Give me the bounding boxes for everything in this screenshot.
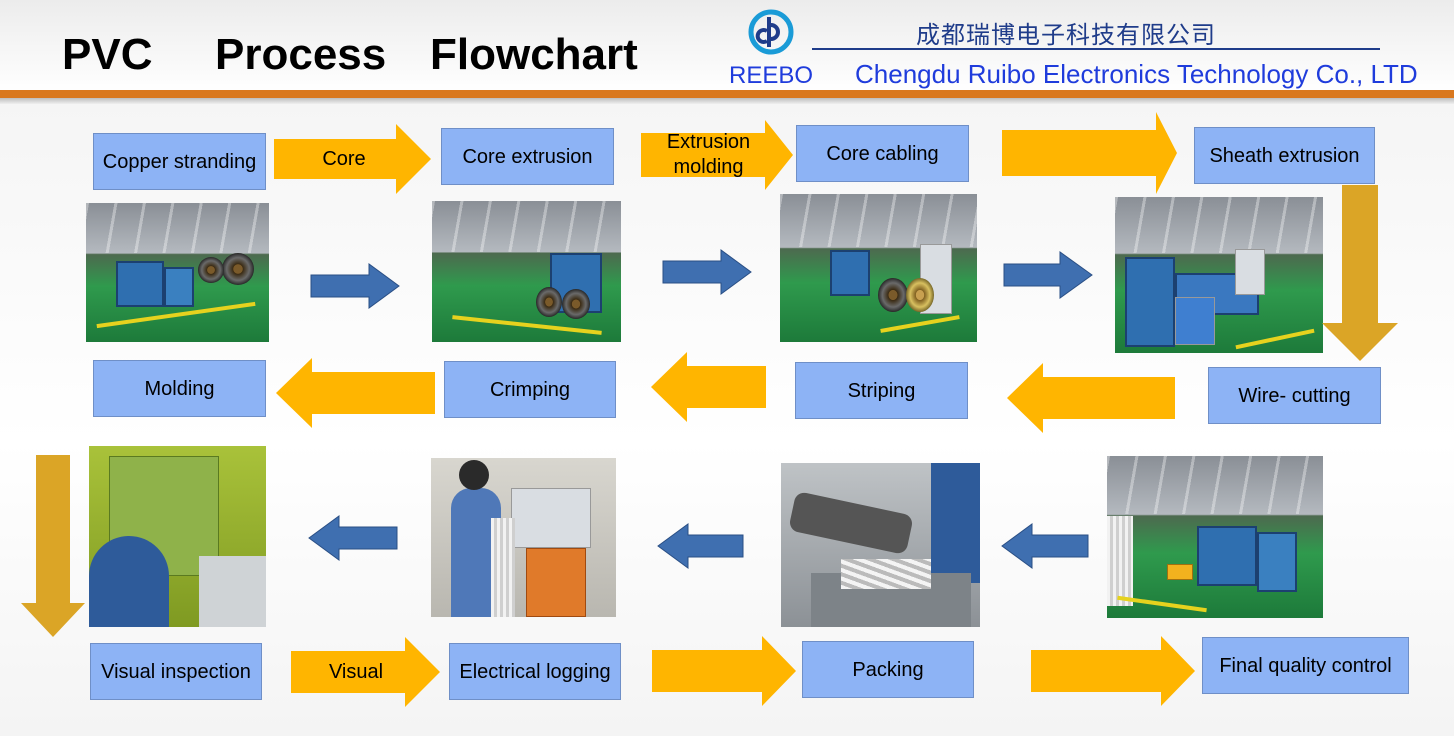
- arrow-label-core: Core: [322, 147, 366, 170]
- company-name-chinese: 成都瑞博电子科技有限公司: [916, 22, 1216, 49]
- photo-arrow-3: [1003, 251, 1093, 299]
- step-copper-stranding: Copper stranding: [93, 133, 266, 190]
- process-arrow-to-final-quality-control: [1031, 636, 1195, 706]
- company-name-english: Chengdu Ruibo Electronics Technology Co.…: [855, 59, 1418, 89]
- vertical-arrow-to-wire-cutting: [1322, 185, 1398, 361]
- process-arrow-to-crimping: [651, 352, 766, 422]
- header-rule: [0, 90, 1454, 98]
- electrical-test-photo: [431, 458, 616, 617]
- photo-arrow-4: [308, 515, 398, 561]
- step-sheath-extrusion: Sheath extrusion: [1194, 127, 1375, 184]
- photo-arrow-5: [657, 523, 744, 569]
- title-word-pvc: PVC: [62, 30, 153, 79]
- title-word-process: Process: [215, 30, 387, 79]
- process-arrow-to-packing: [652, 636, 796, 706]
- process-arrow-visual: [291, 637, 440, 707]
- arrow-label-visual: Visual: [328, 660, 384, 683]
- photo-arrow-1: [310, 263, 400, 309]
- process-arrow-extrusion-molding: [641, 120, 793, 190]
- process-arrow-to-sheath-extrusion: [1002, 112, 1177, 194]
- step-packing: Packing: [802, 641, 974, 698]
- step-wire-cutting: Wire- cutting: [1208, 367, 1381, 424]
- sheath-extruder-photo: [1115, 197, 1323, 353]
- quality-control-line-photo: [1107, 456, 1323, 618]
- step-visual-inspection: Visual inspection: [90, 643, 262, 700]
- header-background: [0, 0, 1454, 92]
- cabling-machine-photo: [780, 194, 977, 342]
- molding-press-photo: [89, 446, 266, 627]
- step-molding: Molding: [93, 360, 266, 417]
- arrow-label-extrusion-molding: Extrusion molding: [666, 131, 751, 178]
- photo-arrow-2: [662, 249, 752, 295]
- brand-name: REEBO: [729, 62, 814, 89]
- rb-circle-logo-icon: [748, 9, 794, 55]
- step-electrical-logging: Electrical logging: [449, 643, 621, 700]
- step-crimping: Crimping: [444, 361, 616, 418]
- process-arrow-to-molding: [276, 358, 435, 428]
- step-final-quality-control: Final quality control: [1202, 637, 1409, 694]
- step-striping: Striping: [795, 362, 968, 419]
- step-core-cabling: Core cabling: [796, 125, 969, 182]
- packing-photo: [781, 463, 980, 627]
- process-arrow-core: [274, 124, 431, 194]
- header-shadow: [0, 98, 1454, 104]
- photo-arrow-6: [1001, 523, 1089, 569]
- title-word-flowchart: Flowchart: [430, 30, 638, 79]
- vertical-arrow-to-visual-inspection: [21, 455, 85, 637]
- extrusion-line-photo: [432, 201, 621, 342]
- process-arrow-to-striping: [1007, 363, 1175, 433]
- step-core-extrusion: Core extrusion: [441, 128, 614, 185]
- company-underline: [812, 48, 1380, 50]
- stranding-machine-photo: [86, 203, 269, 342]
